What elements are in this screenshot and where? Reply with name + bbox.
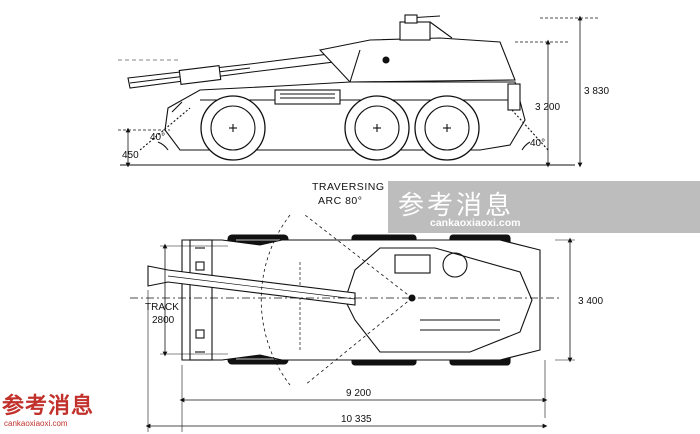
top-traversing-label-line1: TRAVERSING xyxy=(312,181,384,193)
top-view xyxy=(130,214,575,432)
top-track-label: TRACK xyxy=(145,302,179,313)
side-dim-ground-clearance: 450 xyxy=(122,150,139,161)
top-dim-width: 3 400 xyxy=(578,296,603,307)
top-track-value: 2800 xyxy=(152,315,175,326)
side-dim-hull-height: 3 200 xyxy=(535,102,560,113)
corner-logo-chinese: 参考消息 xyxy=(2,393,95,419)
side-angle-departure: 40° xyxy=(530,138,545,149)
top-traversing-label-line2: ARC 80° xyxy=(318,195,362,207)
side-angle-approach: 40° xyxy=(150,132,165,143)
watermark-url: cankaoxiaoxi.com xyxy=(430,217,521,229)
side-gun-barrel xyxy=(127,51,351,89)
side-wheel-rear xyxy=(414,95,480,161)
watermark-chinese: 参考消息 xyxy=(398,191,515,221)
side-wheel-middle xyxy=(344,95,410,161)
corner-logo-url: cankaoxiaoxi.com xyxy=(4,419,68,428)
side-wheel-front xyxy=(200,95,266,161)
side-dim-total-height: 3 830 xyxy=(584,86,609,97)
side-turret xyxy=(318,14,516,83)
top-dim-overall-length: 10 335 xyxy=(341,414,372,425)
top-turret xyxy=(299,247,533,353)
watermark-band xyxy=(388,181,700,233)
side-view xyxy=(118,14,600,168)
top-dim-hull-length: 9 200 xyxy=(346,388,371,399)
